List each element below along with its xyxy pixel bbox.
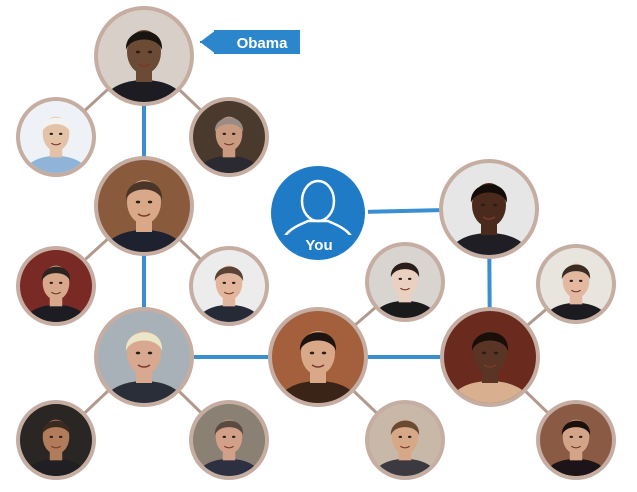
node-you[interactable] bbox=[268, 163, 368, 265]
portrait-photo bbox=[193, 404, 265, 476]
portrait-photo bbox=[98, 10, 190, 102]
node-boris[interactable] bbox=[94, 307, 194, 425]
portrait-photo bbox=[98, 160, 190, 252]
node-miliband[interactable] bbox=[16, 246, 96, 339]
node-prince[interactable] bbox=[189, 97, 269, 190]
portrait-photo bbox=[20, 250, 92, 322]
portrait-photo bbox=[369, 404, 441, 476]
you-label: You bbox=[305, 237, 332, 254]
node-kelly[interactable] bbox=[268, 307, 368, 425]
portrait-photo bbox=[540, 404, 612, 476]
node-allen[interactable] bbox=[365, 242, 445, 335]
portrait-photo bbox=[540, 248, 612, 320]
portrait-photo bbox=[369, 246, 441, 318]
node-queen[interactable] bbox=[16, 97, 96, 190]
node-clarkson[interactable] bbox=[189, 400, 269, 492]
nodes-layer bbox=[16, 6, 616, 492]
portrait-photo bbox=[193, 101, 265, 173]
portrait-photo bbox=[20, 101, 92, 173]
portrait-photo bbox=[444, 311, 536, 403]
portrait-photo bbox=[20, 404, 92, 476]
portrait-photo bbox=[443, 163, 535, 255]
node-cameron[interactable] bbox=[94, 156, 194, 274]
node-arnie[interactable] bbox=[16, 400, 96, 492]
portrait-photo bbox=[272, 311, 364, 403]
portrait-photo bbox=[98, 311, 190, 403]
node-davina[interactable] bbox=[536, 400, 616, 492]
node-lammy[interactable] bbox=[439, 159, 539, 277]
obama-label-tag: Obama bbox=[200, 30, 300, 54]
node-sinclair[interactable] bbox=[440, 307, 540, 425]
obama-label-arrow bbox=[200, 30, 216, 54]
obama-label-box bbox=[214, 30, 300, 54]
portrait-photo bbox=[193, 250, 265, 322]
node-obama[interactable] bbox=[94, 6, 194, 124]
obama-label-notch bbox=[200, 41, 204, 43]
node-rugby[interactable] bbox=[365, 400, 445, 492]
node-carr[interactable] bbox=[536, 244, 616, 337]
node-clegg[interactable] bbox=[189, 246, 269, 339]
obama-label: Obama bbox=[237, 35, 289, 52]
